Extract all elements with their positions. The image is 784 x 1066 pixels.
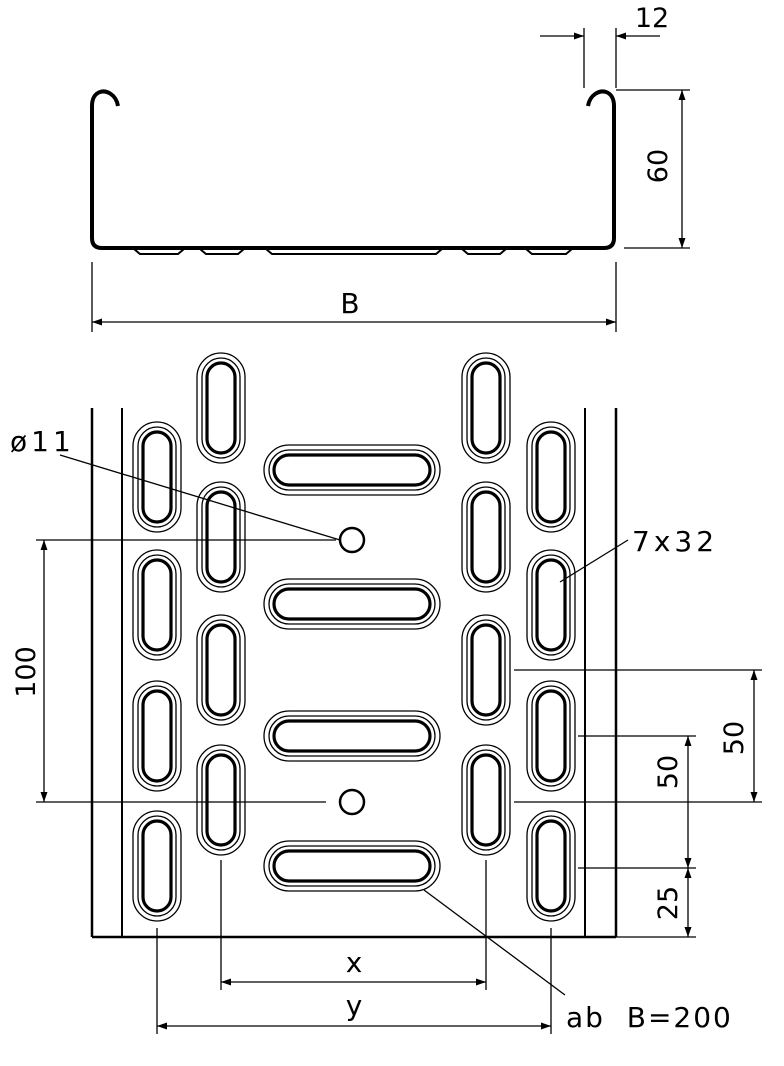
dim-label-y: y xyxy=(346,989,363,1022)
dim-y: y xyxy=(156,928,552,1034)
dim-x: x xyxy=(220,860,487,990)
dim-label-12: 12 xyxy=(635,3,669,34)
dim-width: B xyxy=(91,262,617,332)
vertical-slot-7 xyxy=(196,614,246,726)
cross-section xyxy=(90,89,616,255)
dim-end-offset: 25 xyxy=(616,868,696,938)
dim-label-x: x xyxy=(346,946,363,979)
horizontal-slot-4 xyxy=(263,840,441,892)
slot-pattern xyxy=(132,352,576,922)
label-7x32: 7x32 xyxy=(632,525,718,558)
horizontal-slot-1 xyxy=(263,444,441,496)
label-o11: ø11 xyxy=(10,425,75,458)
horizontal-slot-2 xyxy=(263,578,441,630)
vertical-slot-10 xyxy=(461,481,511,593)
dim-flange-width: 12 xyxy=(540,3,669,88)
dim-slot-pitch-outer: 50 xyxy=(514,669,762,803)
label-ab-b200: ab B=200 xyxy=(566,1001,733,1034)
holes xyxy=(338,526,366,816)
vertical-slot-5 xyxy=(196,352,246,464)
vertical-slot-4 xyxy=(132,810,182,922)
dim-label-25: 25 xyxy=(653,886,684,920)
vertical-slot-8 xyxy=(196,744,246,856)
plan-view xyxy=(90,352,618,939)
vertical-slot-1 xyxy=(132,421,182,533)
dim-slot-pitch-inner: 50 xyxy=(578,735,696,869)
label-slot-size: 7x32 xyxy=(559,525,718,583)
vertical-slot-9 xyxy=(461,352,511,464)
vertical-slot-11 xyxy=(461,614,511,726)
vertical-slot-16 xyxy=(526,810,576,922)
vertical-slot-15 xyxy=(526,680,576,792)
vertical-slot-13 xyxy=(526,421,576,533)
vertical-slot-12 xyxy=(461,744,511,856)
dim-hole-spacing: 100 xyxy=(11,539,336,803)
label-hole-diameter: ø11 xyxy=(10,425,341,541)
vertical-slot-6 xyxy=(196,481,246,593)
label-note: ab B=200 xyxy=(423,889,733,1034)
dim-label-50-inner: 50 xyxy=(653,755,684,789)
dim-label-60: 60 xyxy=(643,149,674,183)
vertical-slot-14 xyxy=(526,549,576,661)
round-hole-top xyxy=(338,526,366,554)
section-embossments xyxy=(133,248,573,255)
dim-height: 60 xyxy=(616,89,690,249)
dim-label-b: B xyxy=(340,287,359,320)
round-hole-bottom xyxy=(338,788,366,816)
dim-label-50-outer: 50 xyxy=(719,721,750,755)
plan-outline xyxy=(90,408,618,939)
tray-profile xyxy=(90,89,616,250)
horizontal-slot-3 xyxy=(263,710,441,762)
dim-label-100: 100 xyxy=(11,646,42,698)
vertical-slot-2 xyxy=(132,549,182,661)
vertical-slot-3 xyxy=(132,680,182,792)
